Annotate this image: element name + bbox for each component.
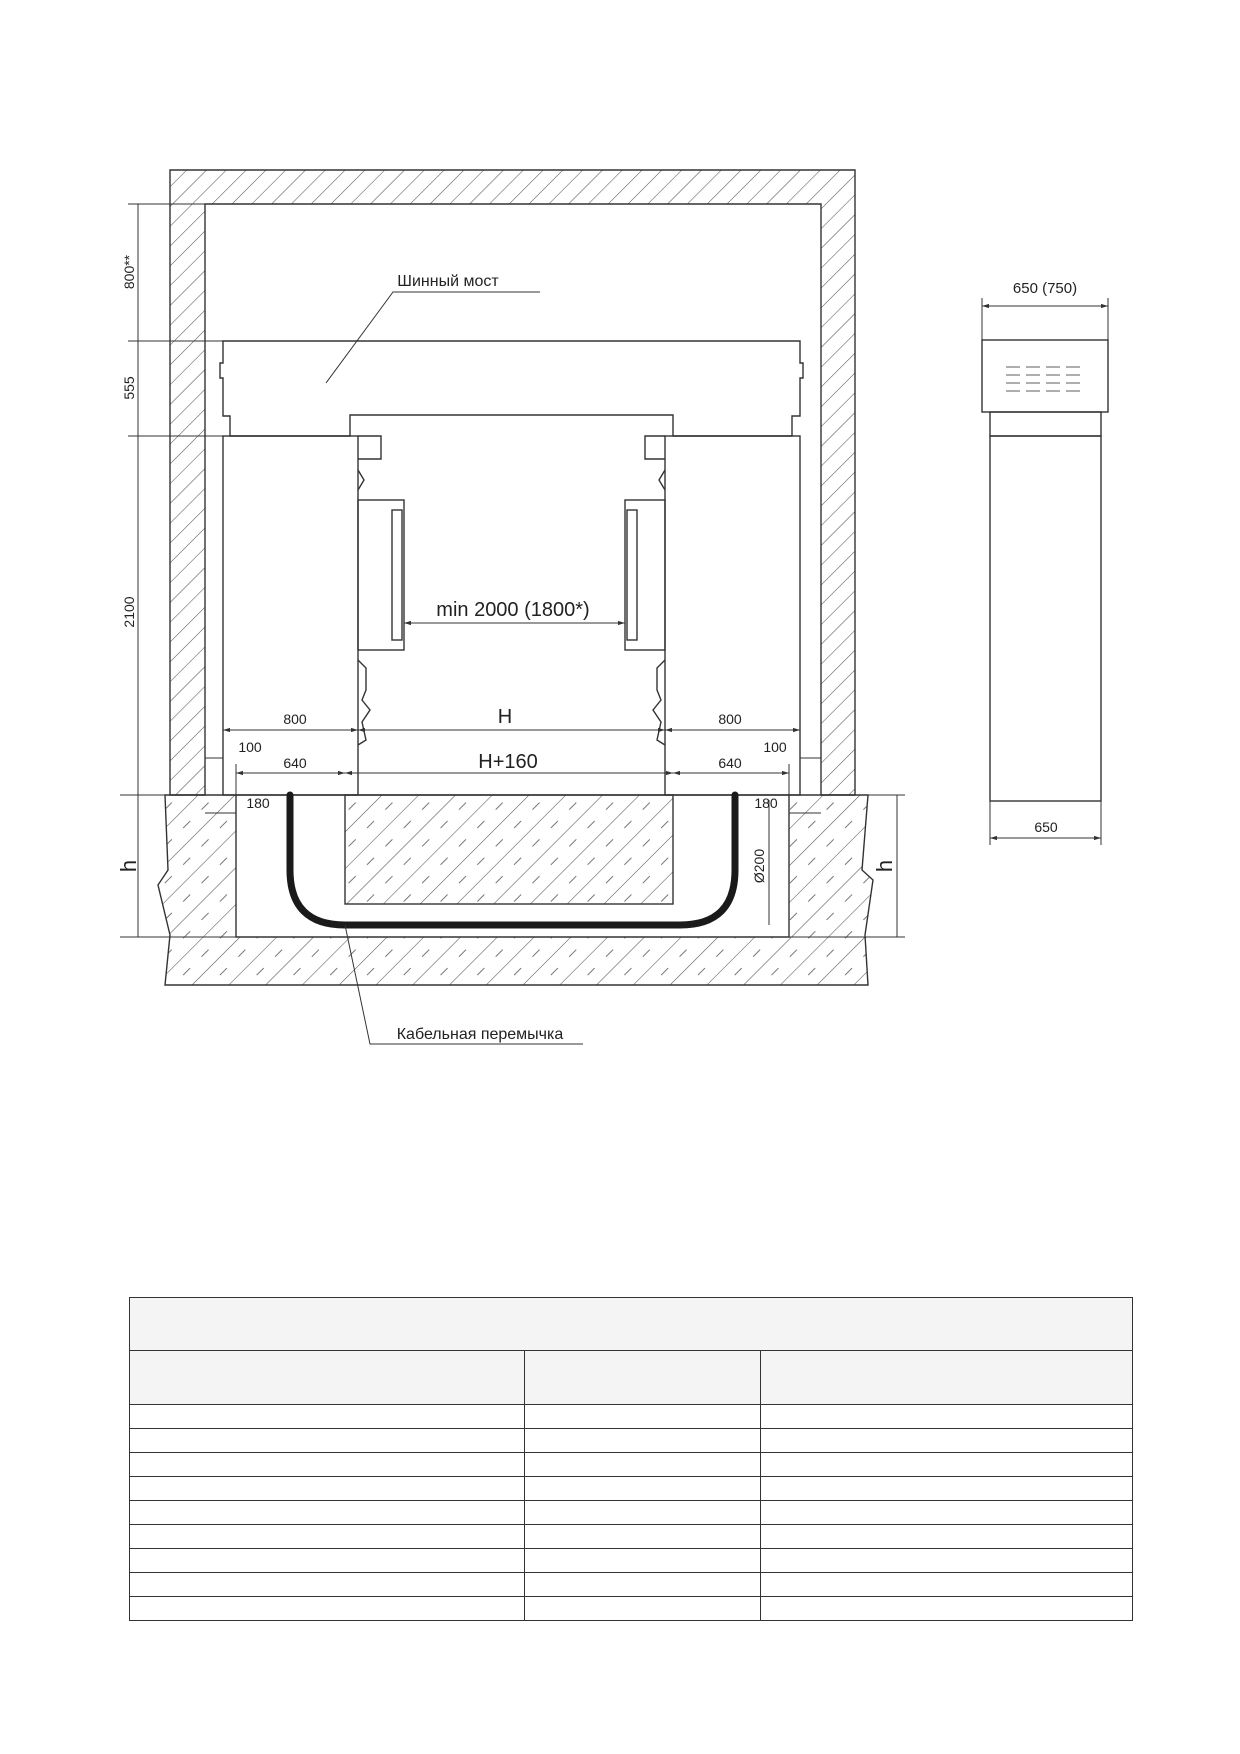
leaders [325, 291, 583, 1045]
table-row [129, 1572, 1134, 1597]
table-row [129, 1548, 1134, 1573]
dim-wall-gap-left: 100 [238, 739, 262, 755]
table-cell [524, 1596, 761, 1621]
spec-table-body [128, 1297, 1134, 1621]
table-cell [524, 1500, 761, 1525]
dim-h-left: h [116, 860, 141, 872]
dim-cabinet-width-left: 800 [283, 711, 307, 727]
right-cabinet-panel-inner [626, 509, 638, 641]
table-cell [129, 1452, 525, 1477]
table-cell [129, 1428, 525, 1453]
side-cabinet-body [989, 435, 1102, 802]
side-bridge-box [981, 339, 1109, 413]
right-cabinet-top-detail [644, 435, 665, 460]
cable-jumper-leader [344, 924, 583, 1045]
table-cell [759, 1476, 1134, 1501]
dim-channel-offset-right: 180 [754, 795, 778, 811]
table-caption [128, 1297, 1134, 1351]
table-row [129, 1596, 1134, 1621]
table-row [129, 1476, 1134, 1501]
table-row [129, 1452, 1134, 1477]
table-cell [759, 1596, 1134, 1621]
table-cell [524, 1404, 761, 1429]
table-row [129, 1524, 1134, 1549]
left-cabinet-top-detail [358, 435, 382, 460]
busbar-bridge [219, 340, 804, 437]
table-cell [129, 1500, 525, 1525]
table-cell [759, 1428, 1134, 1453]
table-cell [129, 1596, 525, 1621]
table-header-cell [759, 1350, 1134, 1405]
table-header-cell [524, 1350, 761, 1405]
table-cell [759, 1452, 1134, 1477]
switchgear-installation-drawing: 800** 555 2100 h h min 2000 (1800*) 800 … [116, 169, 1109, 1045]
table-row [129, 1500, 1134, 1525]
table-cell [129, 1524, 525, 1549]
table-row [129, 1428, 1134, 1453]
vertical-dimensions [128, 203, 898, 938]
right-cabinet-panel [624, 499, 666, 651]
dim-channel-width-left: 640 [283, 755, 307, 771]
central-plinth [344, 794, 674, 905]
table-cell [524, 1452, 761, 1477]
table-header-row [129, 1350, 1134, 1405]
table-row [129, 1404, 1134, 1429]
side-depth-bottom-label: 650 [1034, 819, 1058, 835]
table-cell [129, 1476, 525, 1501]
table-cell [524, 1524, 761, 1549]
cable-jumper-label: Кабельная перемычка [397, 1026, 564, 1043]
table-cell [524, 1572, 761, 1597]
dim-cabinet-width-right: 800 [718, 711, 742, 727]
vent-grille [1006, 366, 1080, 392]
cable-jumper [286, 791, 739, 929]
table-cell [759, 1404, 1134, 1429]
dim-cabinet-height: 2100 [121, 596, 137, 627]
wall-hatch [169, 169, 856, 796]
table-cell [759, 1548, 1134, 1573]
dim-h160-label: H+160 [478, 751, 538, 773]
busbar-bridge-outline [219, 340, 804, 437]
left-cabinet-panel-inner [391, 509, 403, 641]
building-walls [169, 169, 856, 796]
table-cell [129, 1548, 525, 1573]
busbar-bridge-label: Шинный мост [397, 273, 499, 290]
left-cabinet-side-profile [357, 469, 371, 746]
dim-top-gap: 800** [121, 254, 137, 289]
side-depth-top-label: 650 (750) [1013, 280, 1077, 297]
table-cell [759, 1524, 1134, 1549]
dim-h-label: H [498, 706, 512, 728]
side-transition [989, 411, 1102, 437]
table-cell [524, 1428, 761, 1453]
right-cabinet-side-profile [652, 469, 666, 746]
dim-channel-offset-left: 180 [246, 795, 270, 811]
table-cell [524, 1476, 761, 1501]
spec-table [128, 1297, 1134, 1621]
table-cell [129, 1572, 525, 1597]
side-view [981, 298, 1109, 845]
table-header-cell [129, 1350, 525, 1405]
dim-h-right: h [872, 860, 897, 872]
dim-wall-gap-right: 100 [763, 739, 787, 755]
pipe-diameter-label: Ø200 [751, 849, 767, 883]
table-cell [129, 1404, 525, 1429]
horizontal-dimensions [205, 727, 821, 925]
table-cell [759, 1500, 1134, 1525]
dim-channel-width-right: 640 [718, 755, 742, 771]
table-cell [524, 1548, 761, 1573]
table-caption-row [128, 1297, 1134, 1351]
clearance-label: min 2000 (1800*) [436, 599, 589, 621]
busbar-bridge-leader [325, 291, 540, 384]
left-cabinet-panel [357, 499, 405, 651]
foundation [120, 794, 905, 986]
table-cell [759, 1572, 1134, 1597]
dim-bridge-height: 555 [121, 376, 137, 400]
